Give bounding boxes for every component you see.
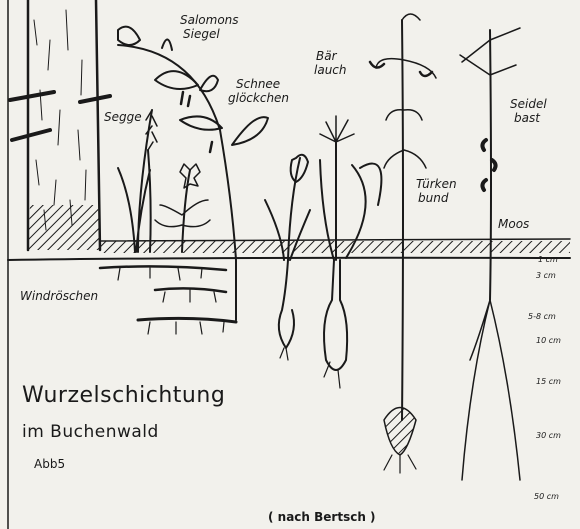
label-schneegloeckchen-2: glöckchen <box>228 92 289 105</box>
label-tuerkenbund-1: Türken <box>416 178 457 191</box>
salomonssiegel-plant <box>118 27 268 320</box>
figure-number: Abb5 <box>34 458 65 471</box>
diagram-title-line1: Wurzelschichtung <box>22 384 225 407</box>
credit-line: ( nach Bertsch ) <box>268 511 376 524</box>
label-baerlauch-1: Bär <box>316 50 337 63</box>
label-baerlauch-2: lauch <box>314 64 347 77</box>
segge-plant <box>118 110 157 252</box>
label-segge: Segge <box>104 111 142 124</box>
label-seidelbast-1: Seidel <box>510 98 547 111</box>
label-schneegloeckchen-1: Schnee <box>236 78 280 91</box>
depth-50cm: 50 cm <box>534 493 559 501</box>
beech-trunk <box>10 0 110 250</box>
diagram-title-line2: im Buchenwald <box>22 424 159 442</box>
label-salomonssiegel-2: Siegel <box>183 28 220 41</box>
seidelbast-plant <box>460 28 520 480</box>
depth-15cm: 15 cm <box>536 378 561 386</box>
depth-10cm: 10 cm <box>536 337 561 345</box>
label-salomonssiegel-1: Salomons <box>180 14 239 27</box>
depth-30cm: 30 cm <box>536 432 561 440</box>
depth-3cm: 3 cm <box>536 272 556 280</box>
depth-5-8cm: 5-8 cm <box>528 313 556 321</box>
label-moos: Moos <box>498 218 529 231</box>
label-windroeschen: Windröschen <box>20 290 98 303</box>
depth-1cm: 1 cm <box>538 256 558 264</box>
label-seidelbast-2: bast <box>514 112 540 125</box>
label-tuerkenbund-2: bund <box>418 192 448 205</box>
